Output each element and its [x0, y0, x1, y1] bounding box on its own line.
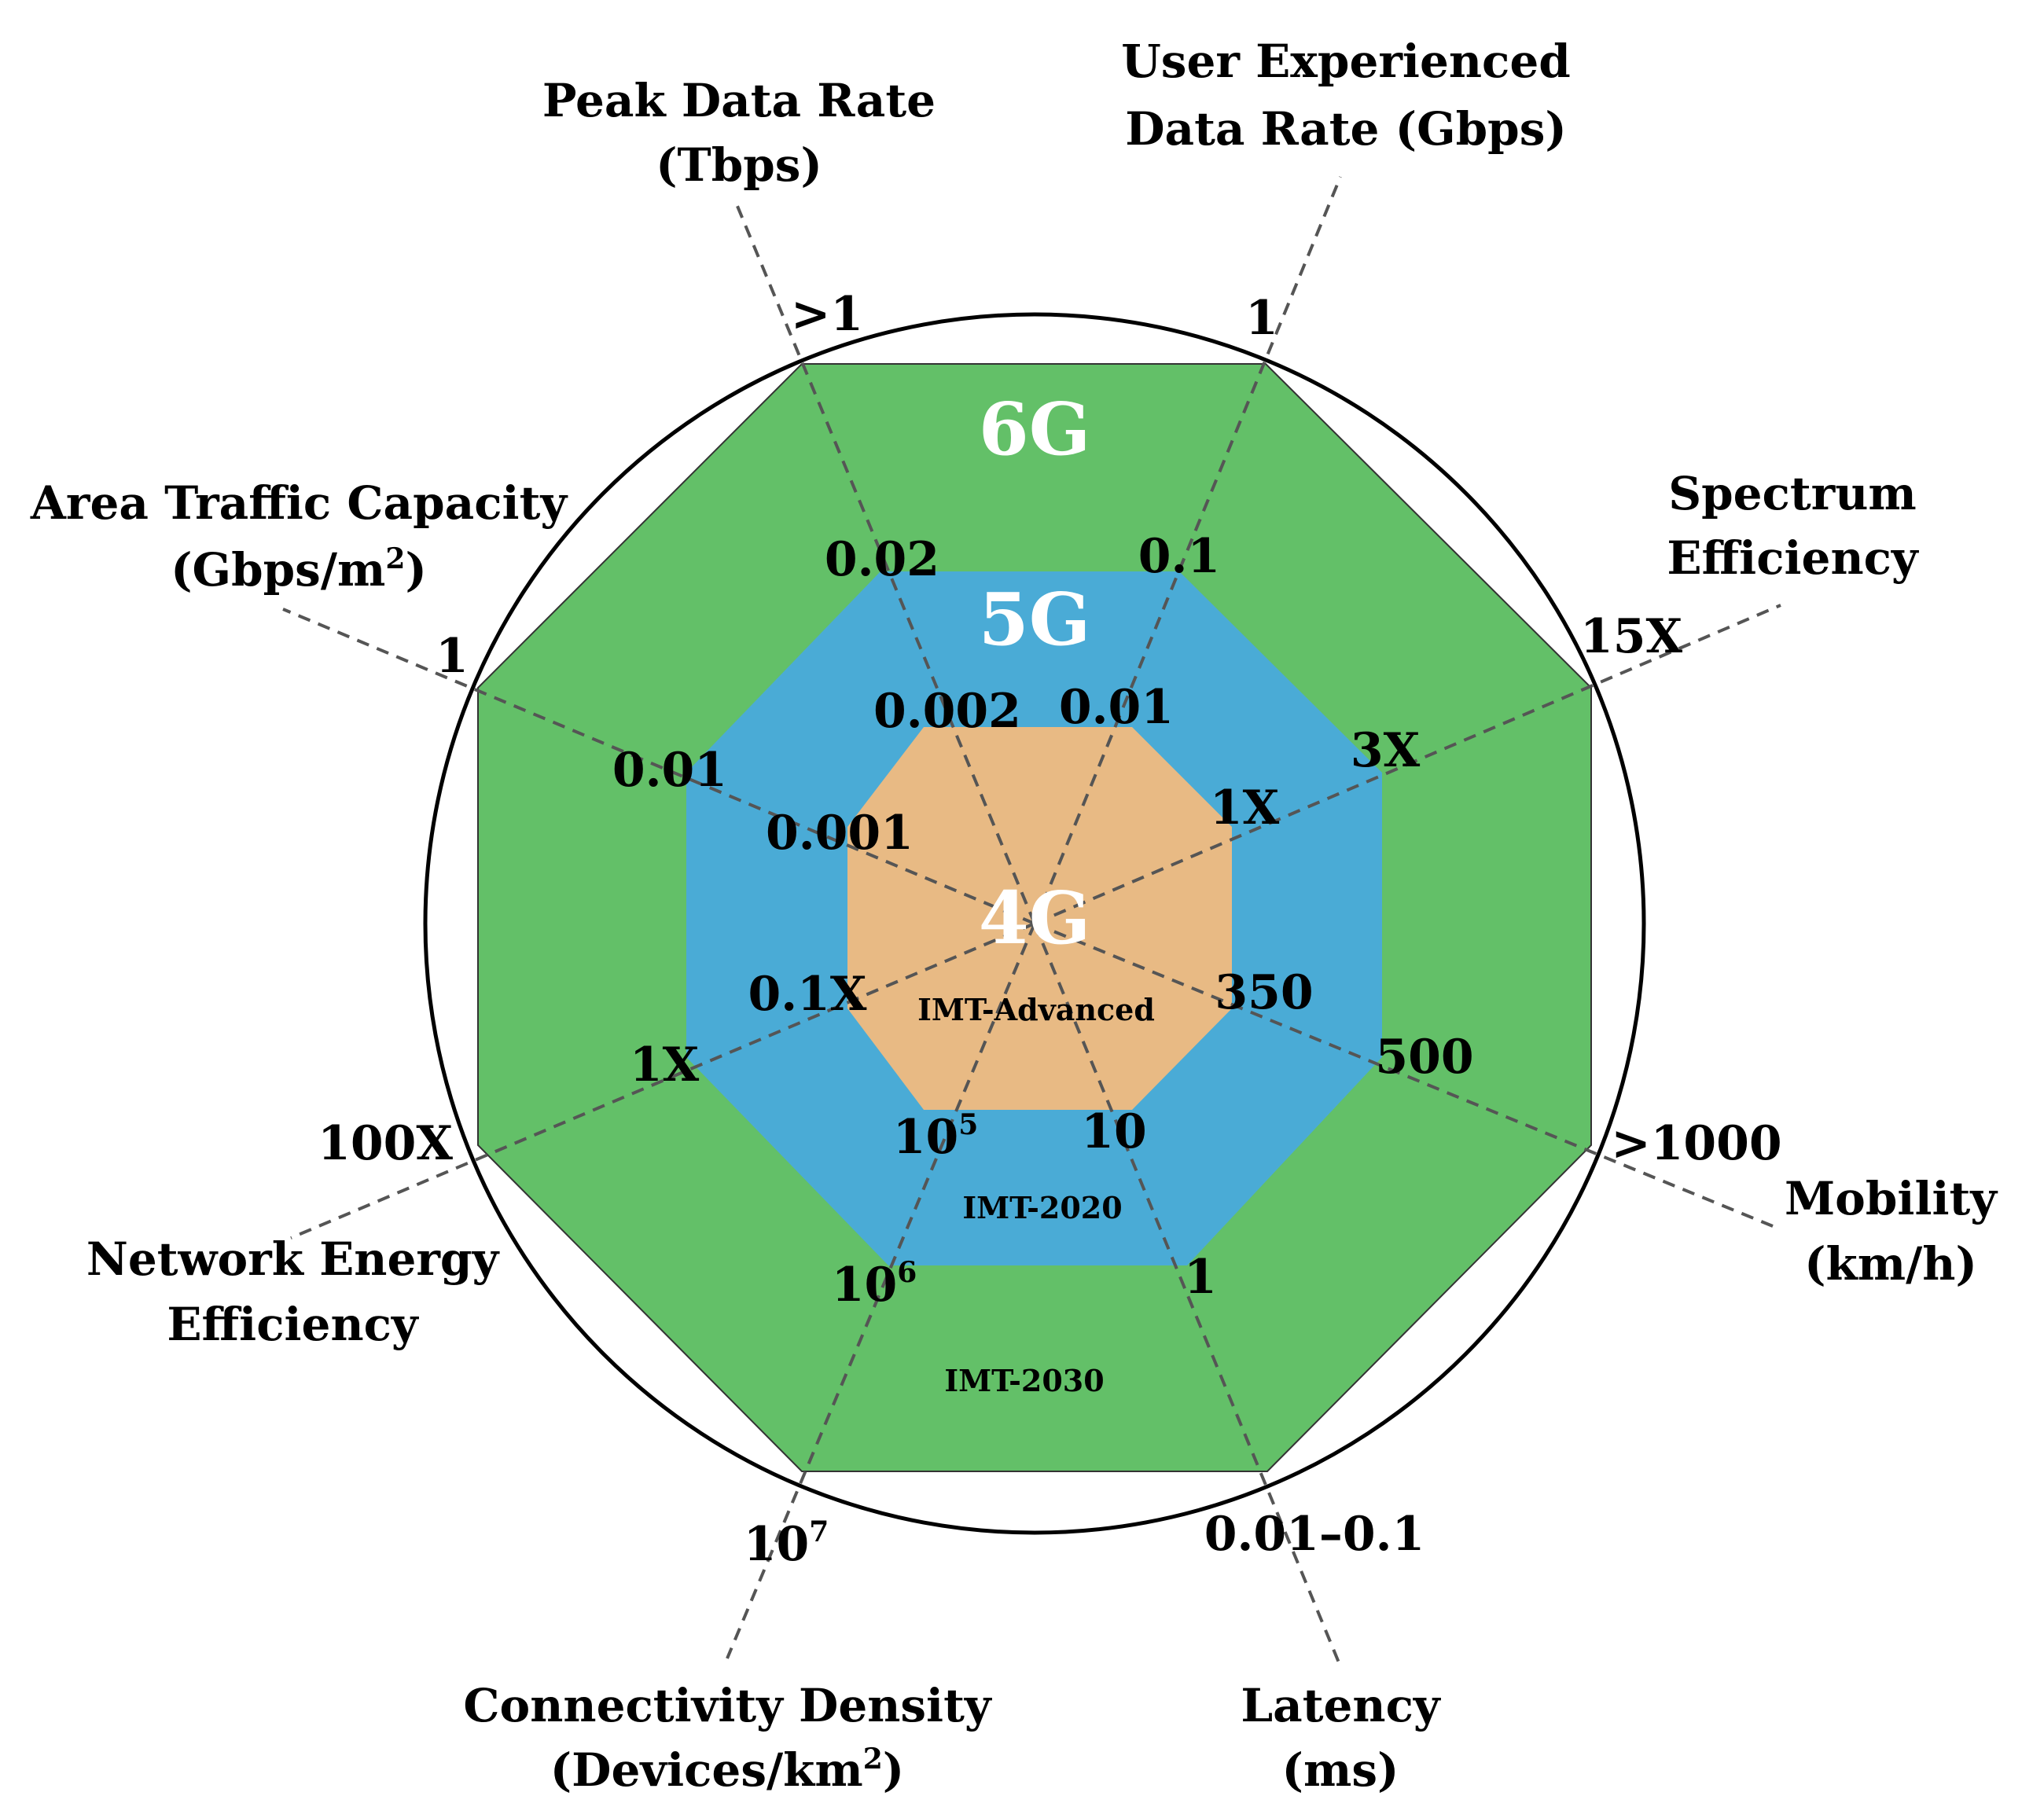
value-connectivity-6g-exponent: 7 — [809, 1515, 829, 1548]
value-spectrum-4g: 1X — [1210, 780, 1280, 836]
outer-circle — [423, 312, 1646, 1535]
value-peak-6g: >1 — [791, 287, 863, 342]
value-user-4g: 0.01 — [1059, 680, 1174, 735]
connectivity-unit: (Devices/km — [550, 1743, 863, 1797]
value-mobility-4g: 350 — [1215, 965, 1313, 1020]
value-connectivity-5g-exponent: 6 — [897, 1256, 917, 1289]
value-peak-4g: 0.002 — [873, 684, 1021, 739]
value-spectrum-6g: 15X — [1580, 609, 1682, 664]
value-energy-6g: 100X — [318, 1116, 453, 1171]
value-mobility-6g: >1000 — [1611, 1116, 1781, 1171]
value-latency-6g: 0.01–0.1 — [1204, 1507, 1425, 1562]
value-spectrum-5g: 3X — [1351, 723, 1421, 778]
value-user-6g: 1 — [1245, 291, 1278, 346]
value-area-5g: 0.01 — [612, 743, 727, 798]
label-4g: 4G — [979, 876, 1091, 960]
label-imt-2030: IMT-2030 — [944, 1363, 1104, 1398]
label-6g: 6G — [979, 387, 1091, 472]
axis-title-user-line2: Data Rate (Gbps) — [1125, 102, 1567, 156]
axis-title-spectrum-line1: Spectrum — [1668, 467, 1917, 520]
axis-line-mobility — [1034, 922, 1774, 1228]
connectivity-unit-exponent: 2 — [863, 1743, 883, 1776]
value-energy-4g: 0.1X — [748, 967, 867, 1022]
axis-title-peak-line1: Peak Data Rate — [542, 74, 936, 127]
axis-title-latency-line1: Latency — [1241, 1679, 1442, 1732]
value-connectivity-4g-exponent: 5 — [958, 1108, 978, 1141]
axis-title-area-line1: Area Traffic Capacity — [30, 476, 568, 530]
axis-title-mobility-line1: Mobility — [1785, 1172, 1998, 1225]
axis-title-energy-line2: Efficiency — [167, 1298, 420, 1351]
axis-line-connectivity — [726, 923, 1036, 1659]
label-imt-advanced: IMT-Advanced — [917, 992, 1155, 1027]
value-area-4g: 0.001 — [766, 806, 914, 861]
value-connectivity-5g: 106 — [832, 1256, 917, 1313]
value-latency-5g: 1 — [1184, 1250, 1217, 1305]
area-unit: (Gbps/m — [171, 543, 385, 597]
value-connectivity-6g: 107 — [744, 1515, 829, 1572]
axis-line-area — [282, 608, 1035, 925]
axis-line-spectrum — [1034, 604, 1781, 925]
axis-title-area-line2: (Gbps/m2) — [171, 542, 427, 597]
axis-title-energy-line1: Network Energy — [86, 1232, 501, 1286]
axis-title-connectivity-line1: Connectivity Density — [463, 1679, 992, 1732]
axis-title-latency-line2: (ms) — [1282, 1743, 1399, 1797]
value-energy-5g: 1X — [630, 1038, 700, 1093]
axis-title-connectivity-line2: (Devices/km2) — [550, 1743, 905, 1797]
label-imt-2020: IMT-2020 — [962, 1190, 1122, 1225]
axis-line-latency — [1033, 923, 1342, 1667]
axis-title-peak-line2: (Tbps) — [656, 138, 822, 192]
axis-title-spectrum-line2: Efficiency — [1667, 531, 1920, 585]
value-latency-4g: 10 — [1081, 1104, 1147, 1159]
axis-line-energy — [290, 922, 1035, 1240]
axis-line-user — [1033, 176, 1342, 924]
ring-4g — [847, 727, 1232, 1110]
axis-title-mobility-line2: (km/h) — [1804, 1237, 1977, 1291]
area-unit-exponent: 2 — [385, 542, 405, 575]
value-mobility-5g: 500 — [1375, 1030, 1473, 1085]
value-connectivity-4g-base: 10 — [893, 1110, 959, 1165]
axis-line-peak — [733, 200, 1036, 924]
value-connectivity-4g: 105 — [893, 1108, 979, 1165]
label-5g: 5G — [979, 577, 1091, 662]
value-connectivity-6g-base: 10 — [744, 1517, 810, 1572]
value-user-5g: 0.1 — [1138, 529, 1220, 584]
value-connectivity-5g-base: 10 — [832, 1258, 898, 1313]
axis-title-user-line1: User Experienced — [1121, 35, 1571, 88]
connectivity-unit-close: ) — [883, 1743, 904, 1797]
area-unit-close: ) — [405, 543, 426, 597]
value-peak-5g: 0.02 — [825, 532, 939, 587]
value-area-6g: 1 — [436, 629, 469, 684]
